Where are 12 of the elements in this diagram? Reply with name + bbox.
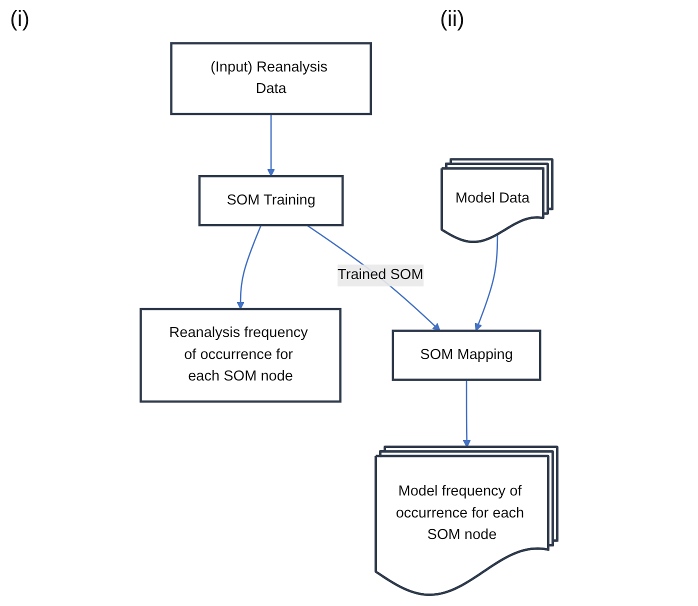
panel-label: (i)	[10, 6, 30, 32]
edge-label: Trained SOM	[338, 267, 424, 283]
arrow	[306, 224, 440, 332]
node-box: SOM Training	[198, 175, 344, 226]
arrow	[474, 234, 498, 332]
arrow	[267, 114, 276, 176]
node-box: SOM Mapping	[392, 330, 542, 381]
arrow	[236, 224, 262, 310]
node-box: Reanalysis frequency of occurrence for each SOM node	[140, 308, 342, 403]
arrow	[462, 380, 471, 448]
panel-label: (ii)	[440, 6, 464, 32]
node-box: (Input) Reanalysis Data	[170, 42, 372, 116]
